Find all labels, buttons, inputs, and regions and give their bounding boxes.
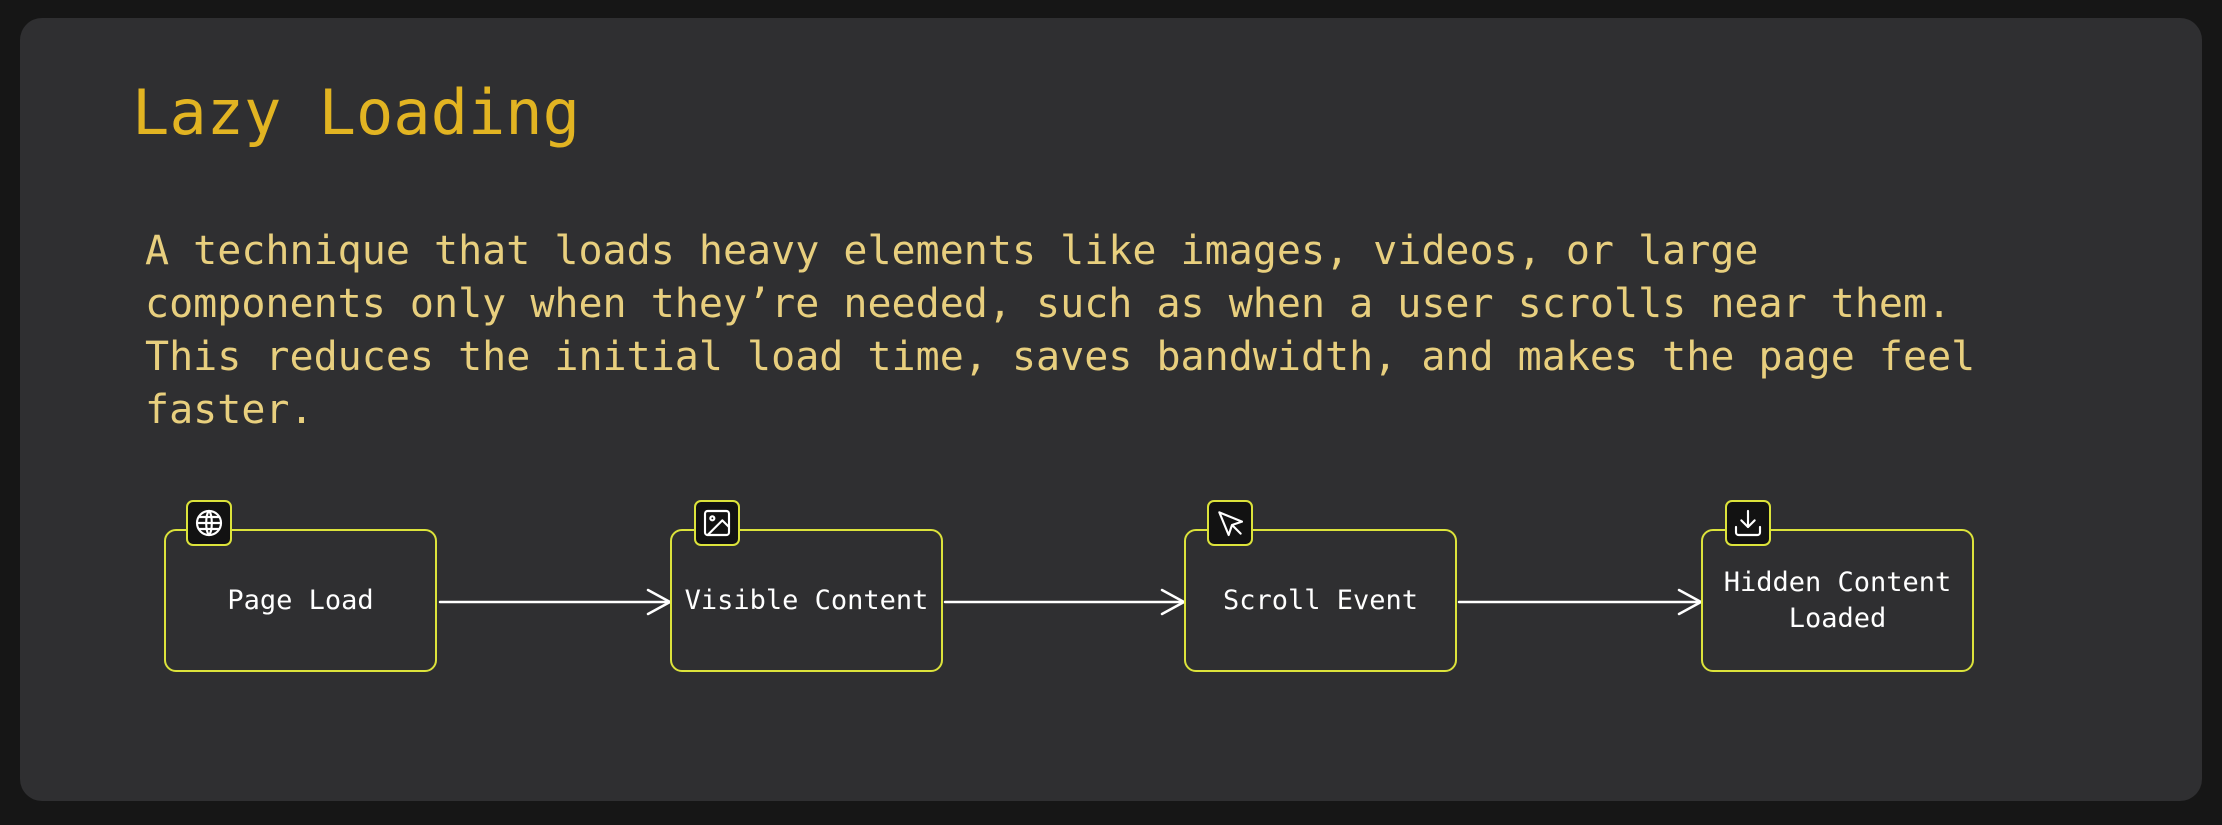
download-icon: [1725, 500, 1771, 546]
node-label: Scroll Event: [1222, 584, 1419, 616]
globe-icon: [186, 500, 232, 546]
description: A technique that loads heavy elements li…: [145, 225, 2205, 437]
page-title: Lazy Loading: [132, 76, 580, 149]
image-icon: [694, 500, 740, 546]
flow-node-visible-content: Visible Content: [670, 529, 943, 672]
flow-node-page-load: Page Load: [164, 529, 437, 672]
flow-arrow-1: [438, 588, 672, 616]
flow-arrow-2: [943, 588, 1186, 616]
node-label: Visible Content: [684, 584, 929, 616]
content-card: Lazy Loading A technique that loads heav…: [20, 18, 2202, 801]
node-label: Page Load: [227, 584, 374, 616]
description-line: This reduces the initial load time, save…: [145, 334, 1976, 380]
flow-diagram: Page Load Visible Content Scroll Eve: [20, 18, 2202, 801]
flow-node-hidden-content-loaded: Hidden Content Loaded: [1701, 529, 1974, 672]
cursor-pointer-icon: [1207, 500, 1253, 546]
flow-arrows: [438, 588, 1703, 616]
description-line: faster.: [145, 387, 314, 433]
description-line: components only when they’re needed, suc…: [145, 281, 1952, 327]
description-line: A technique that loads heavy elements li…: [145, 228, 1759, 274]
flow-node-scroll-event: Scroll Event: [1184, 529, 1457, 672]
node-label: Hidden Content Loaded: [1723, 566, 1952, 634]
flow-arrow-3: [1457, 588, 1703, 616]
